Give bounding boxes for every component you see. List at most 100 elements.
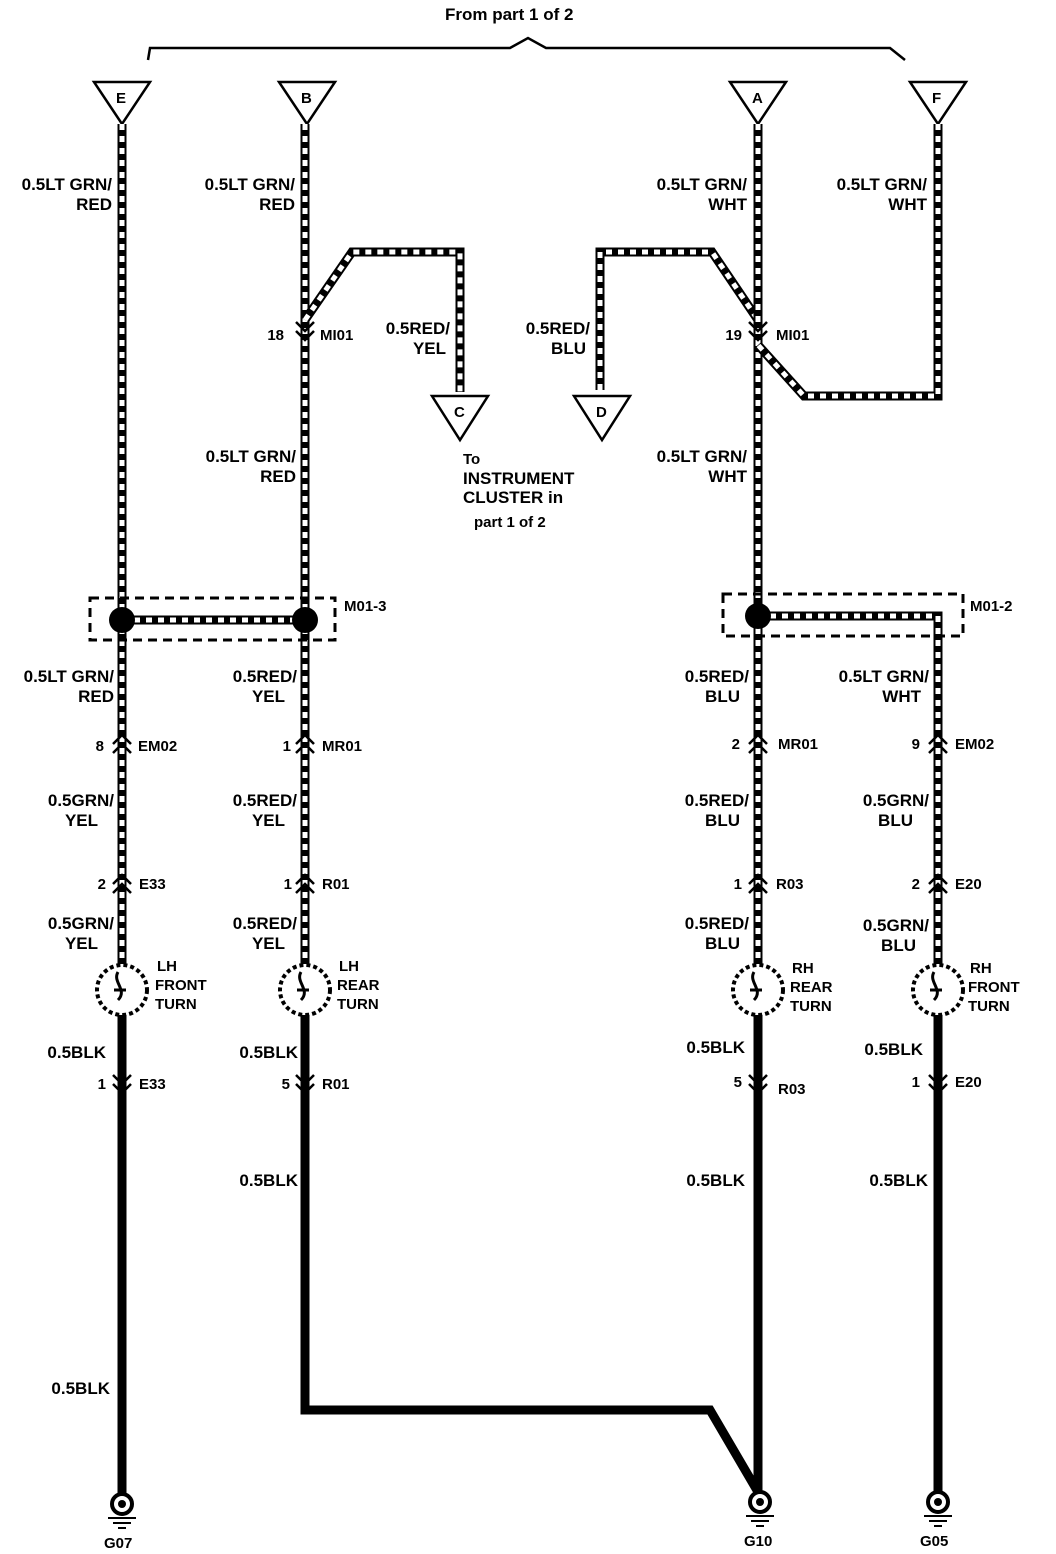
svg-text:FRONT: FRONT <box>155 977 207 994</box>
wire-label: YEL <box>65 934 98 953</box>
svg-text:A: A <box>752 90 763 107</box>
wire-label: 0.5BLK <box>239 1171 298 1190</box>
svg-text:To: To <box>463 451 480 468</box>
wire-label: 0.5BLK <box>47 1043 106 1062</box>
wire-label: 0.5RED/ <box>233 791 298 810</box>
wire-label: 0.5LT GRN/ <box>657 447 748 466</box>
svg-text:1: 1 <box>283 738 291 755</box>
wire-label: WHT <box>888 195 927 214</box>
wire-label: YEL <box>252 934 285 953</box>
connector-labels: 18 MI01 19 MI01 8 EM02 1 MR01 2 MR01 9 E… <box>96 327 995 1098</box>
wire-label: 0.5RED/ <box>233 667 298 686</box>
svg-text:CLUSTER in: CLUSTER in <box>463 488 563 507</box>
svg-text:RH: RH <box>792 960 814 977</box>
svg-text:2: 2 <box>98 876 106 893</box>
wire-label: 0.5RED/ <box>685 667 750 686</box>
svg-text:REAR: REAR <box>790 979 833 996</box>
svg-text:G10: G10 <box>744 1533 772 1550</box>
svg-text:TURN: TURN <box>155 996 197 1013</box>
svg-text:EM02: EM02 <box>955 736 994 753</box>
wire-label: 0.5LT GRN/ <box>22 175 113 194</box>
lh-rear-turn-lamp: LH REAR TURN <box>278 958 380 1017</box>
svg-text:E: E <box>116 90 126 107</box>
svg-text:E20: E20 <box>955 876 982 893</box>
rh-rear-turn-lamp: RH REAR TURN <box>731 960 833 1017</box>
svg-text:EM02: EM02 <box>138 738 177 755</box>
wire-label: 0.5BLK <box>51 1379 110 1398</box>
wire-label: WHT <box>882 687 921 706</box>
svg-text:E33: E33 <box>139 1076 166 1093</box>
connector-c: C <box>429 394 491 443</box>
from-part-label: From part 1 of 2 <box>445 5 573 24</box>
svg-text:LH: LH <box>339 958 359 975</box>
wire-label: RED <box>259 195 295 214</box>
svg-text:8: 8 <box>96 738 104 755</box>
wire-label: YEL <box>252 811 285 830</box>
wire-label: YEL <box>252 687 285 706</box>
wire-label: 0.5LT GRN/ <box>24 667 115 686</box>
header-brace <box>146 36 906 61</box>
wire-label: YEL <box>65 811 98 830</box>
svg-text:D: D <box>596 404 607 421</box>
svg-text:MR01: MR01 <box>322 738 362 755</box>
wire-label: RED <box>78 687 114 706</box>
svg-text:MI01: MI01 <box>320 327 353 344</box>
inline-connectors <box>112 321 948 1095</box>
svg-text:FRONT: FRONT <box>968 979 1020 996</box>
svg-text:R03: R03 <box>776 876 804 893</box>
wire-label: 0.5RED/ <box>685 914 750 933</box>
svg-text:2: 2 <box>912 876 920 893</box>
wire-label: 0.5GRN/ <box>863 916 929 935</box>
svg-text:E33: E33 <box>139 876 166 893</box>
wire-label: RED <box>76 195 112 214</box>
svg-text:5: 5 <box>734 1074 742 1091</box>
svg-text:19: 19 <box>725 327 742 344</box>
svg-text:TURN: TURN <box>790 998 832 1015</box>
wire-label: WHT <box>708 195 747 214</box>
svg-text:M01-3: M01-3 <box>344 598 387 615</box>
svg-text:F: F <box>932 90 941 107</box>
svg-text:R01: R01 <box>322 876 350 893</box>
svg-text:1: 1 <box>284 876 292 893</box>
svg-text:TURN: TURN <box>337 996 379 1013</box>
ground-wires <box>117 1015 943 1495</box>
svg-text:INSTRUMENT: INSTRUMENT <box>463 469 575 488</box>
svg-text:C: C <box>454 404 465 421</box>
wire-label: 0.5BLK <box>239 1043 298 1062</box>
wire-label: BLU <box>705 687 740 706</box>
wire-label: BLU <box>705 811 740 830</box>
svg-text:1: 1 <box>912 1074 920 1091</box>
svg-text:R01: R01 <box>322 1076 350 1093</box>
wire-label: 0.5LT GRN/ <box>839 667 930 686</box>
wire-label: 0.5GRN/ <box>863 791 929 810</box>
svg-text:MR01: MR01 <box>778 736 818 753</box>
wire-label: 0.5RED/ <box>233 914 298 933</box>
striped-wires <box>117 124 943 970</box>
svg-text:LH: LH <box>157 958 177 975</box>
splice-m01-3: M01-3 <box>88 596 387 642</box>
rh-front-turn-lamp: RH FRONT TURN <box>911 960 1020 1017</box>
svg-text:R03: R03 <box>778 1081 806 1098</box>
wire-label: WHT <box>708 467 747 486</box>
wire-label: 0.5RED/ <box>526 319 591 338</box>
lh-front-turn-lamp: LH FRONT TURN <box>95 958 207 1017</box>
svg-text:G07: G07 <box>104 1535 132 1552</box>
wire-label: 0.5LT GRN/ <box>205 175 296 194</box>
svg-text:RH: RH <box>970 960 992 977</box>
wire-label: BLU <box>878 811 913 830</box>
wire-label: 0.5BLK <box>869 1171 928 1190</box>
wire-label: 0.5BLK <box>864 1040 923 1059</box>
svg-text:E20: E20 <box>955 1074 982 1091</box>
wire-label: 0.5RED/ <box>685 791 750 810</box>
wire-labels: 0.5LT GRN/ RED 0.5LT GRN/ RED 0.5LT GRN/… <box>22 175 930 1398</box>
wire-label: YEL <box>413 339 446 358</box>
wire-label: 0.5LT GRN/ <box>657 175 748 194</box>
wire-label: 0.5BLK <box>686 1171 745 1190</box>
ground-g10: G10 <box>744 1490 774 1550</box>
connector-d: D <box>571 394 633 443</box>
svg-text:G05: G05 <box>920 1533 948 1550</box>
connector-b: B <box>276 80 338 127</box>
wire-label: BLU <box>551 339 586 358</box>
svg-text:B: B <box>301 90 312 107</box>
